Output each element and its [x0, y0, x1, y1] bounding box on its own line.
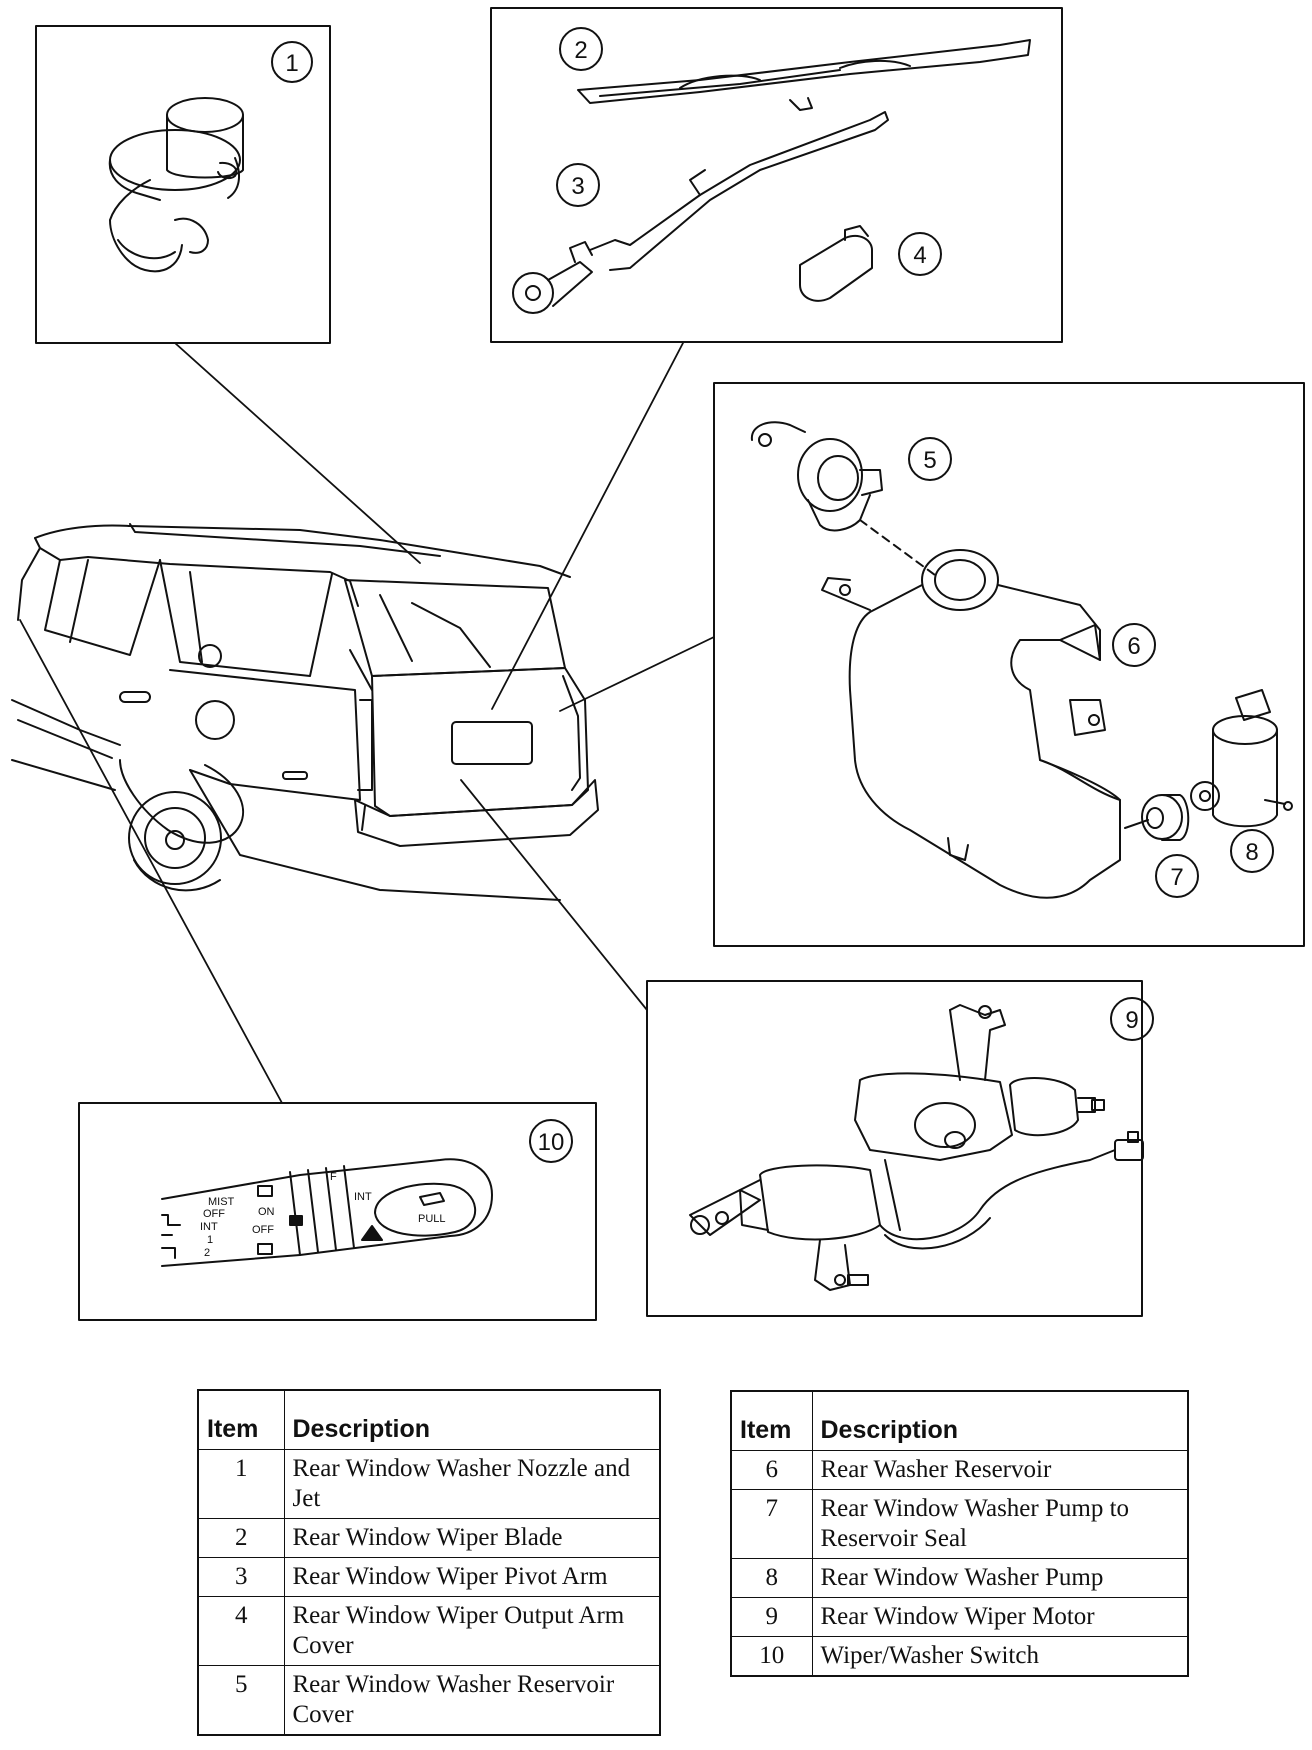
table-row: 6 Rear Washer Reservoir: [730, 1450, 1189, 1490]
switch-label-int-left: INT: [200, 1221, 218, 1233]
switch-markings: MIST OFF INT 1 2 ON OFF F INT PULL: [200, 1171, 446, 1259]
switch-label-off-left: OFF: [203, 1208, 225, 1220]
parts-legend-table-left: Item Description 1 Rear Window Washer No…: [197, 1389, 661, 1736]
table-row: 1 Rear Window Washer Nozzle and Jet: [197, 1449, 661, 1519]
callout-8: 8: [1245, 839, 1258, 866]
item-number: 10: [730, 1636, 813, 1677]
callout-9: 9: [1125, 1007, 1138, 1034]
item-description: Rear Window Washer Pump: [811, 1558, 1189, 1598]
item-description: Rear Washer Reservoir: [811, 1450, 1189, 1490]
item-description: Wiper/Washer Switch: [811, 1636, 1189, 1677]
callout-1: 1: [285, 50, 298, 77]
wiper-washer-switch-panel: [78, 1102, 597, 1321]
column-header-description: Description: [283, 1389, 661, 1450]
item-description: Rear Window Wiper Pivot Arm: [283, 1557, 661, 1597]
table-header-row: Item Description: [730, 1390, 1189, 1451]
table-row: 7 Rear Window Washer Pump to Reservoir S…: [730, 1489, 1189, 1559]
item-description: Rear Window Washer Nozzle and Jet: [283, 1449, 661, 1519]
table-row: 2 Rear Window Wiper Blade: [197, 1518, 661, 1558]
switch-label-pull: PULL: [418, 1213, 446, 1225]
station-wagon-illustration: [11, 523, 599, 901]
switch-label-mist: MIST: [208, 1196, 235, 1208]
item-number: 7: [730, 1489, 813, 1559]
table-row: 10 Wiper/Washer Switch: [730, 1636, 1189, 1677]
switch-label-int-right: INT: [354, 1191, 372, 1203]
leader-lines: [19, 342, 715, 1104]
column-header-description: Description: [811, 1390, 1189, 1451]
item-number: 5: [197, 1665, 285, 1736]
nozzle-jet-panel: [35, 25, 331, 344]
item-description: Rear Window Washer Pump to Reservoir Sea…: [811, 1489, 1189, 1559]
switch-label-2: 2: [204, 1247, 210, 1259]
item-number: 9: [730, 1597, 813, 1637]
callout-7: 7: [1170, 864, 1183, 891]
callout-labels: 1 2 3 4 5 6 7 8 9 10: [285, 37, 1258, 1156]
reservoir-pump-panel: [713, 382, 1305, 947]
column-header-item: Item: [197, 1389, 285, 1450]
switch-label-on: ON: [258, 1206, 275, 1218]
item-description: Rear Window Wiper Blade: [283, 1518, 661, 1558]
table-header-row: Item Description: [197, 1389, 661, 1450]
table-row: 8 Rear Window Washer Pump: [730, 1558, 1189, 1598]
table-row: 4 Rear Window Wiper Output Arm Cover: [197, 1596, 661, 1666]
table-row: 5 Rear Window Washer Reservoir Cover: [197, 1665, 661, 1736]
callout-6: 6: [1127, 633, 1140, 660]
item-number: 8: [730, 1558, 813, 1598]
table-row: 3 Rear Window Wiper Pivot Arm: [197, 1557, 661, 1597]
item-number: 6: [730, 1450, 813, 1490]
callout-2: 2: [574, 37, 587, 64]
switch-label-f: F: [330, 1171, 337, 1183]
item-description: Rear Window Wiper Motor: [811, 1597, 1189, 1637]
parts-legend-table-right: Item Description 6 Rear Washer Reservoir…: [730, 1390, 1189, 1677]
wiper-motor-panel: [646, 980, 1154, 1317]
table-row: 9 Rear Window Wiper Motor: [730, 1597, 1189, 1637]
item-description: Rear Window Wiper Output Arm Cover: [283, 1596, 661, 1666]
column-header-item: Item: [730, 1390, 813, 1451]
callout-4: 4: [913, 242, 926, 269]
callout-3: 3: [571, 173, 584, 200]
switch-label-off-mid: OFF: [252, 1224, 274, 1236]
switch-label-1: 1: [207, 1234, 213, 1246]
item-number: 3: [197, 1557, 285, 1597]
callout-5: 5: [923, 447, 936, 474]
item-description: Rear Window Washer Reservoir Cover: [283, 1665, 661, 1736]
item-number: 4: [197, 1596, 285, 1666]
item-number: 2: [197, 1518, 285, 1558]
wiper-blade-arm-panel: [490, 7, 1063, 343]
item-number: 1: [197, 1449, 285, 1519]
callout-10: 10: [538, 1129, 565, 1156]
